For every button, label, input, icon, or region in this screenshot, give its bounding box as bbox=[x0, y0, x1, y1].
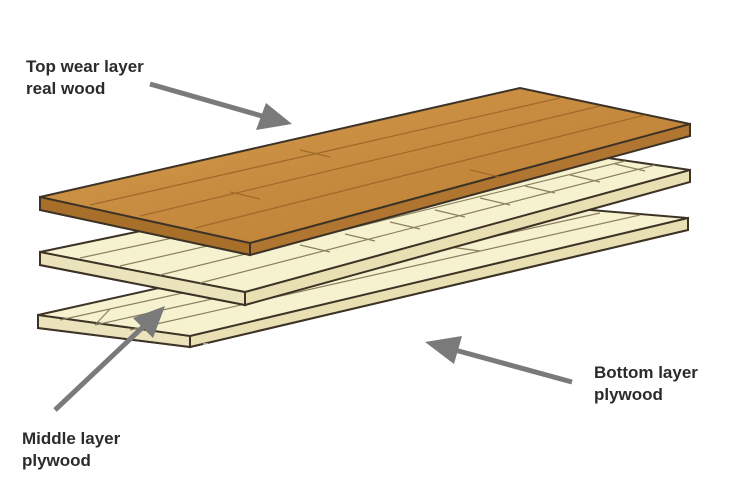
middle-layer-label-line-2: plywood bbox=[22, 451, 91, 470]
bottom-layer-label: Bottom layer plywood bbox=[594, 362, 698, 406]
bottom-layer-label-line-1: Bottom layer bbox=[594, 363, 698, 382]
arrow-top-layer bbox=[149, 81, 292, 130]
bottom-layer-label-line-2: plywood bbox=[594, 385, 663, 404]
top-layer-label-line-2: real wood bbox=[26, 79, 106, 98]
top-wear-layer-real-wood bbox=[39, 86, 691, 257]
middle-layer-label-line-1: Middle layer bbox=[22, 429, 121, 448]
arrow-bottom-layer bbox=[425, 336, 573, 385]
bottom-layer-plywood bbox=[37, 203, 689, 349]
top-layer-label-line-1: Top wear layer bbox=[26, 57, 144, 76]
middle-layer-plywood bbox=[39, 146, 691, 307]
watermark: ekangz bbox=[180, 338, 308, 376]
top-layer-label: Top wear layer real wood bbox=[26, 56, 144, 100]
middle-layer-label: Middle layer plywood bbox=[22, 428, 120, 472]
arrow-middle-layer bbox=[53, 306, 165, 412]
